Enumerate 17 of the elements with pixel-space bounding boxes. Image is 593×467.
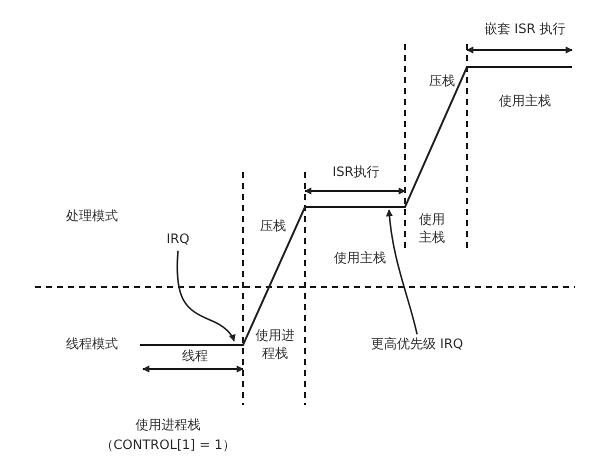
stack-label: 压栈 xyxy=(429,73,455,91)
curved-arrow xyxy=(386,209,418,334)
signal-label: IRQ xyxy=(166,231,190,249)
mode-label: 处理模式 xyxy=(66,208,118,226)
stack-label: 使用主栈 xyxy=(334,250,386,268)
stack-label: 使用进程栈 xyxy=(254,327,296,363)
duration-label: ISR执行 xyxy=(332,164,380,182)
duration-label: 线程 xyxy=(182,348,208,366)
stack-label: 使用主栈 xyxy=(499,93,551,111)
note-text: （CONTROL[1] = 1） xyxy=(100,437,236,455)
note-text: 使用进程栈 xyxy=(136,417,200,435)
stack-label: 使用主栈 xyxy=(418,211,446,247)
mode-label: 线程模式 xyxy=(66,336,118,354)
curved-arrow xyxy=(176,250,236,342)
signal-label: 更高优先级 IRQ xyxy=(370,336,464,354)
duration-label: 嵌套 ISR 执行 xyxy=(484,21,566,39)
stack-label: 压栈 xyxy=(260,218,286,236)
